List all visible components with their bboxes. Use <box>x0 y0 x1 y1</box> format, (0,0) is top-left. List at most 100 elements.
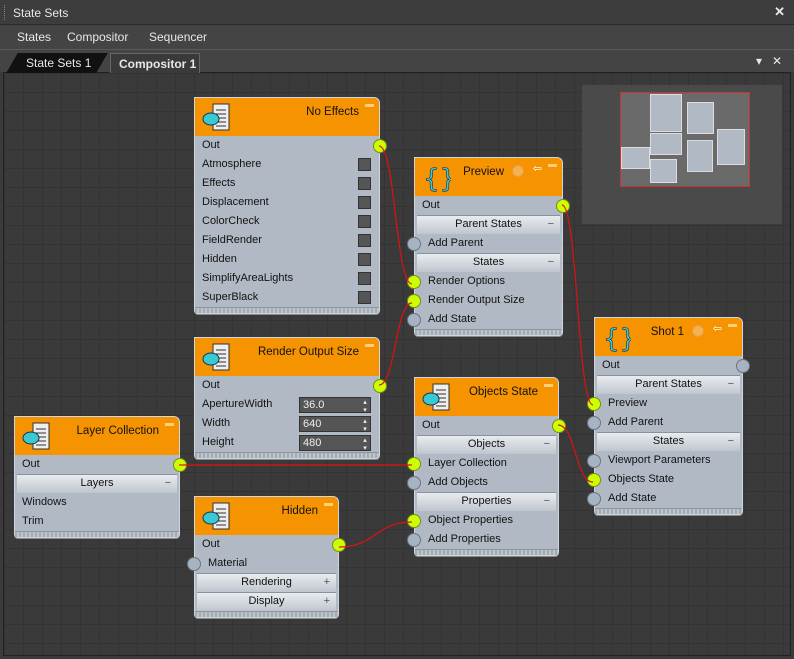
drag-grip-icon[interactable] <box>4 5 6 20</box>
input-port[interactable] <box>407 476 421 490</box>
section-header[interactable]: Properties− <box>417 492 556 511</box>
checkbox[interactable] <box>358 291 371 304</box>
input-port[interactable] <box>587 454 601 468</box>
value-spinner[interactable]: 480 <box>299 435 371 452</box>
output-port[interactable] <box>552 419 566 433</box>
collapse-icon[interactable] <box>365 344 374 347</box>
output-port[interactable] <box>373 139 387 153</box>
checkbox[interactable] <box>358 158 371 171</box>
collapse-icon[interactable] <box>728 324 737 327</box>
checkbox[interactable] <box>358 253 371 266</box>
connection-wire[interactable] <box>338 521 413 548</box>
node-render-output-size[interactable]: Render Output SizeOutApertureWidth36.0Wi… <box>194 337 387 459</box>
resize-footer[interactable] <box>195 452 379 458</box>
section-header[interactable]: States− <box>417 253 560 272</box>
connection-wire[interactable] <box>561 204 594 406</box>
minimap[interactable] <box>582 85 782 224</box>
collapse-icon[interactable]: − <box>727 378 734 390</box>
input-port[interactable] <box>407 457 421 471</box>
collapse-icon[interactable]: − <box>547 218 554 230</box>
collapse-icon[interactable]: − <box>164 477 171 489</box>
input-port[interactable] <box>407 237 421 251</box>
resize-footer[interactable] <box>415 549 558 555</box>
checkbox[interactable] <box>358 196 371 209</box>
node-header[interactable]: Layer Collection <box>15 417 179 455</box>
node-header[interactable]: Render Output Size <box>195 338 379 376</box>
section-header[interactable]: Rendering+ <box>197 573 336 592</box>
input-port[interactable] <box>407 313 421 327</box>
pin-arrow-icon[interactable]: ⇦ <box>712 323 722 335</box>
collapse-icon[interactable]: − <box>543 495 550 507</box>
value-spinner[interactable]: 640 <box>299 416 371 433</box>
node-header[interactable]: Objects State <box>415 378 558 416</box>
resize-footer[interactable] <box>195 611 338 617</box>
collapse-icon[interactable] <box>544 384 553 387</box>
collapse-icon[interactable]: − <box>543 438 550 450</box>
output-port[interactable] <box>173 458 187 472</box>
collapse-icon[interactable] <box>165 423 174 426</box>
section-header[interactable]: States− <box>597 432 740 451</box>
record-icon[interactable] <box>692 325 704 337</box>
input-port[interactable] <box>587 416 601 430</box>
output-port[interactable] <box>556 199 570 213</box>
node-header[interactable]: {}Preview⇦ <box>415 158 562 196</box>
collapse-icon[interactable]: − <box>727 435 734 447</box>
expand-icon[interactable]: + <box>323 576 330 588</box>
collapse-icon[interactable]: − <box>547 256 554 268</box>
node-header[interactable]: {}Shot 1⇦ <box>595 318 742 356</box>
close-window-button[interactable]: ✕ <box>774 4 785 19</box>
node-row: Out <box>415 196 570 215</box>
output-port[interactable] <box>332 538 346 552</box>
collapse-icon[interactable] <box>324 503 333 506</box>
row-label: Viewport Parameters <box>608 454 711 466</box>
checkbox[interactable] <box>358 215 371 228</box>
record-icon[interactable] <box>512 165 524 177</box>
menu-states[interactable]: States <box>17 30 52 44</box>
section-header[interactable]: Parent States− <box>417 215 560 234</box>
collapse-icon[interactable] <box>548 164 557 167</box>
resize-footer[interactable] <box>15 531 179 537</box>
section-header[interactable]: Parent States− <box>597 375 740 394</box>
connection-wire[interactable] <box>378 145 413 285</box>
input-port[interactable] <box>407 514 421 528</box>
node-header[interactable]: Hidden <box>195 497 338 535</box>
section-header[interactable]: Display+ <box>197 592 336 611</box>
tab-compositor-1[interactable]: Compositor 1 <box>110 53 200 73</box>
resize-footer[interactable] <box>195 307 379 313</box>
connection-wire[interactable] <box>378 302 413 386</box>
section-header[interactable]: Layers− <box>17 474 177 493</box>
input-port[interactable] <box>187 557 201 571</box>
checkbox[interactable] <box>358 272 371 285</box>
tab-state-sets-1[interactable]: State Sets 1 <box>6 53 108 73</box>
input-port[interactable] <box>587 492 601 506</box>
resize-footer[interactable] <box>415 329 562 335</box>
value-spinner[interactable]: 36.0 <box>299 397 371 414</box>
menu-compositor[interactable]: Compositor <box>67 30 129 44</box>
input-port[interactable] <box>587 473 601 487</box>
menu-sequencer[interactable]: Sequencer <box>149 30 208 44</box>
expand-icon[interactable]: + <box>323 595 330 607</box>
checkbox[interactable] <box>358 234 371 247</box>
pin-arrow-icon[interactable]: ⇦ <box>532 163 542 175</box>
node-header[interactable]: No Effects <box>195 98 379 136</box>
section-header[interactable]: Objects− <box>417 435 556 454</box>
tab-close-button[interactable]: ✕ <box>772 54 783 68</box>
output-port[interactable] <box>373 379 387 393</box>
input-port[interactable] <box>407 533 421 547</box>
checkbox[interactable] <box>358 177 371 190</box>
collapse-icon[interactable] <box>365 104 374 107</box>
tab-dropdown-button[interactable]: ▾ <box>756 54 763 68</box>
input-port[interactable] <box>587 397 601 411</box>
input-port[interactable] <box>407 275 421 289</box>
output-port[interactable] <box>736 359 750 373</box>
connection-wire[interactable] <box>557 424 594 483</box>
input-port[interactable] <box>407 294 421 308</box>
resize-footer[interactable] <box>595 508 742 514</box>
